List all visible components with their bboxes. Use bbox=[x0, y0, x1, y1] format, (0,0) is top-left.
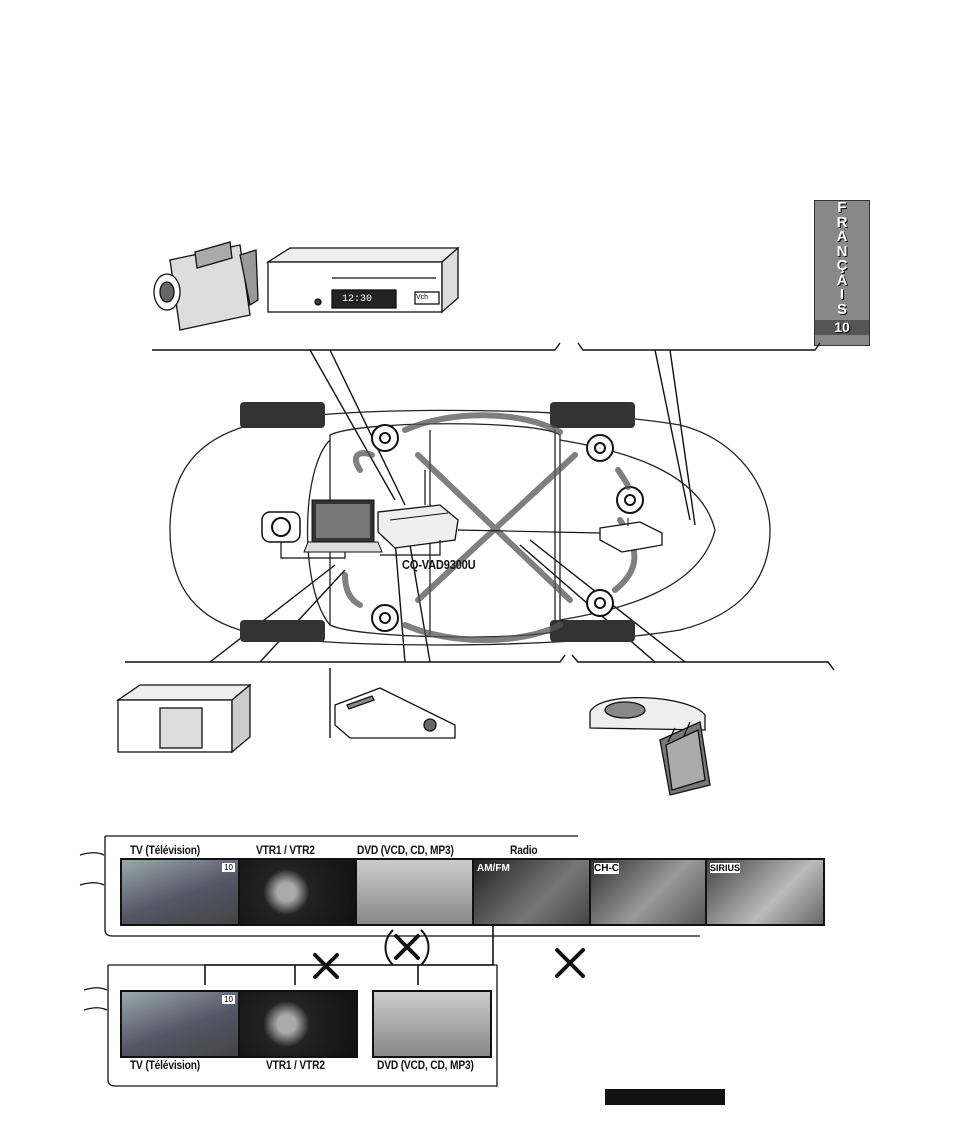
changer-label: CH-C bbox=[594, 863, 619, 874]
dvd-screen bbox=[372, 990, 492, 1058]
rear-amplifier bbox=[600, 518, 662, 552]
tv-screen: 10 bbox=[120, 858, 240, 926]
camcorder-icon bbox=[154, 242, 258, 330]
av-control-box bbox=[378, 505, 458, 548]
changer-screen: CH-C bbox=[589, 858, 709, 926]
camera-unit bbox=[262, 512, 300, 542]
sirius-label: SIRIUS bbox=[710, 863, 740, 873]
footer-black-bar bbox=[605, 1089, 725, 1105]
source-label-dvd: DVD (VCD, CD, MP3) bbox=[377, 1058, 474, 1072]
radio-band-label: AM/FM bbox=[477, 863, 510, 874]
vtr-screen bbox=[238, 858, 358, 926]
source-label-radio: Radio bbox=[510, 843, 537, 857]
cd-changer-icon bbox=[118, 685, 250, 752]
vcr-time-display: 12:30 bbox=[342, 294, 372, 305]
source-label-dvd: DVD (VCD, CD, MP3) bbox=[357, 843, 454, 857]
head-unit-monitor bbox=[304, 500, 382, 552]
source-label-tv: TV (Télévision) bbox=[130, 843, 200, 857]
vtr-screen bbox=[238, 990, 358, 1058]
radio-screen: AM/FM bbox=[472, 858, 592, 926]
car-outline bbox=[170, 410, 770, 645]
ceiling-monitor-icon bbox=[590, 698, 710, 795]
portable-device-icon bbox=[335, 688, 455, 738]
channel-badge: 10 bbox=[222, 863, 235, 872]
sirius-screen: SIRIUS bbox=[705, 858, 825, 926]
source-label-tv: TV (Télévision) bbox=[130, 1058, 200, 1072]
dvd-screen bbox=[355, 858, 475, 926]
model-label: CQ-VAD9300U bbox=[402, 557, 475, 572]
channel-badge: 10 bbox=[222, 995, 235, 1004]
vcr-channel-display: Vch bbox=[416, 294, 428, 301]
source-label-vtr: VTR1 / VTR2 bbox=[266, 1058, 325, 1072]
cross-icon bbox=[315, 936, 583, 977]
tv-screen: 10 bbox=[120, 990, 240, 1058]
source-label-vtr: VTR1 / VTR2 bbox=[256, 843, 315, 857]
